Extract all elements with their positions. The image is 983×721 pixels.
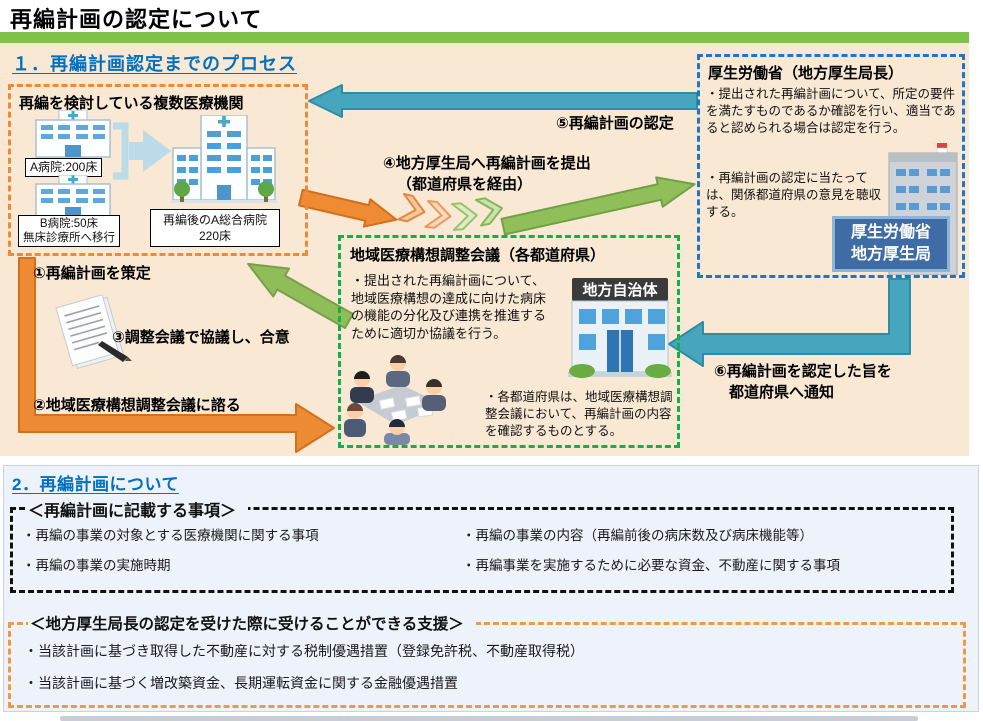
section2-heading: 2．再編計画について bbox=[12, 475, 179, 494]
plan-items-box bbox=[10, 507, 954, 593]
section1-heading: １．再編計画認定までのプロセス bbox=[12, 54, 297, 74]
support-box-title: ＜地方厚生局長の認定を受けた際に受けることができる支援＞ bbox=[28, 612, 476, 634]
step4-label: ④地方厚生局へ再編計画を提出 （都道府県を経由） bbox=[383, 152, 591, 194]
title-accent-bar bbox=[0, 32, 969, 43]
hospital-b-label-line2: 無床診療所へ移行 bbox=[23, 232, 115, 244]
step5-label: ⑤再編計画の認定 bbox=[556, 115, 674, 132]
mhlw-box: 厚生労働省（地方厚生局長） ・提出された再編計画について、所定の要件を満たすもの… bbox=[697, 54, 965, 278]
hospital-a-icon bbox=[35, 110, 111, 158]
arrow-step5-certification bbox=[308, 84, 698, 118]
merged-hospital-label-line1: 再編後のA総合病院 bbox=[162, 213, 267, 227]
hospital-b-label-line1: B病院:50床 bbox=[39, 218, 99, 230]
mhlw-bullet-2: ・再編計画の認定に当たっては、関係都道府県の意見を聴収する。 bbox=[706, 171, 882, 219]
council-bullet-1: ・提出された再編計画について、地域医療構想の達成に向けた病床の機能の分化及び連携… bbox=[351, 273, 547, 342]
arrow-step4-chevron-4 bbox=[475, 197, 504, 227]
step4-label-line2: （都道府県を経由） bbox=[397, 176, 533, 193]
support-item-1: ・当該計画に基づき取得した不動産に対する税制優遇措置（登録免許税、不動産取得税） bbox=[24, 643, 584, 659]
municipal-building-icon: 地方自治体 bbox=[568, 278, 672, 378]
council-box-title: 地域医療構想調整会議（各都道府県） bbox=[350, 247, 606, 264]
arrow-step4-green bbox=[500, 176, 696, 236]
step6-label: ⑥再編計画を認定した旨を 都道府県へ通知 bbox=[714, 360, 892, 402]
hospitals-box: 再編を検討している複数医療機関 A病院:200床 B病院:50床 無床診療 bbox=[8, 84, 308, 256]
plan-item-right-2: ・再編事業を実施するために必要な資金、不動産に関する事項 bbox=[462, 558, 840, 573]
arrow-step4-chevron-3 bbox=[451, 202, 478, 231]
plan-item-left-2: ・再編の事業の実施時期 bbox=[22, 558, 171, 573]
step6-label-line1: ⑥再編計画を認定した旨を bbox=[714, 363, 892, 380]
arrow-step4-orange bbox=[298, 188, 398, 228]
step6-label-line2: 都道府県へ通知 bbox=[729, 384, 835, 401]
mhlw-bullet-1: ・提出された再編計画について、所定の要件を満たすものであるか確認を行い、適当であ… bbox=[706, 87, 956, 135]
arrow-step6-notify bbox=[668, 278, 911, 367]
hospital-b-icon bbox=[35, 175, 111, 219]
support-box bbox=[8, 622, 966, 708]
meeting-illustration-icon bbox=[344, 355, 446, 445]
merged-hospital-label: 再編後のA総合病院 220床 bbox=[150, 209, 280, 247]
council-bullet-2: ・各都道府県は、地域医療構想調整会議において、再編計画の内容を確認するものとする… bbox=[485, 390, 673, 438]
section1-panel bbox=[0, 43, 969, 456]
mhlw-building-label: 厚生労働省 地方厚生局 bbox=[832, 216, 950, 272]
plan-items-box-title: ＜再編計画に記載する事項＞ bbox=[26, 497, 249, 521]
mhlw-box-title: 厚生労働省（地方厚生局長） bbox=[708, 65, 904, 82]
plan-item-right-1: ・再編の事業の内容（再編前後の病床数及び病床機能等） bbox=[462, 528, 813, 543]
merge-arrow-icon bbox=[113, 122, 171, 180]
arrow-step4-chevron-1 bbox=[397, 193, 426, 223]
arrow-step2-submit-council bbox=[18, 257, 335, 453]
merged-hospital-label-line2: 220床 bbox=[198, 229, 232, 243]
process-arrows-layer bbox=[18, 84, 911, 453]
page-title: 再編計画の認定について bbox=[10, 7, 263, 32]
step3-label: ③調整会議で協議し、合意 bbox=[112, 329, 290, 346]
plan-item-left-1: ・再編の事業の対象とする医療機関に関する事項 bbox=[22, 528, 319, 543]
mhlw-building-label-line1: 厚生労働省 bbox=[850, 224, 931, 241]
arrow-step4-chevron-2 bbox=[424, 200, 452, 229]
step4-label-line1: ④地方厚生局へ再編計画を提出 bbox=[383, 155, 591, 172]
mhlw-building-label-line2: 地方厚生局 bbox=[850, 246, 931, 263]
hospitals-box-title: 再編を検討している複数医療機関 bbox=[19, 95, 244, 112]
hospital-a-label: A病院:200床 bbox=[25, 158, 103, 177]
step1-label: ①再編計画を策定 bbox=[33, 265, 151, 282]
merged-hospital-icon bbox=[171, 115, 277, 203]
council-box: 地域医療構想調整会議（各都道府県） ・提出された再編計画について、地域医療構想の… bbox=[338, 235, 680, 448]
hospital-b-label: B病院:50床 無床診療所へ移行 bbox=[18, 215, 120, 247]
support-item-2: ・当該計画に基づく増改築資金、長期運転資金に関する金融優遇措置 bbox=[24, 675, 458, 691]
bottom-shadow-bar bbox=[60, 716, 918, 721]
municipal-building-sign: 地方自治体 bbox=[582, 281, 658, 299]
arrow-step3-agreement bbox=[247, 262, 354, 329]
step2-label: ②地域医療構想調整会議に諮る bbox=[33, 397, 241, 414]
document-pen-icon bbox=[55, 295, 132, 369]
